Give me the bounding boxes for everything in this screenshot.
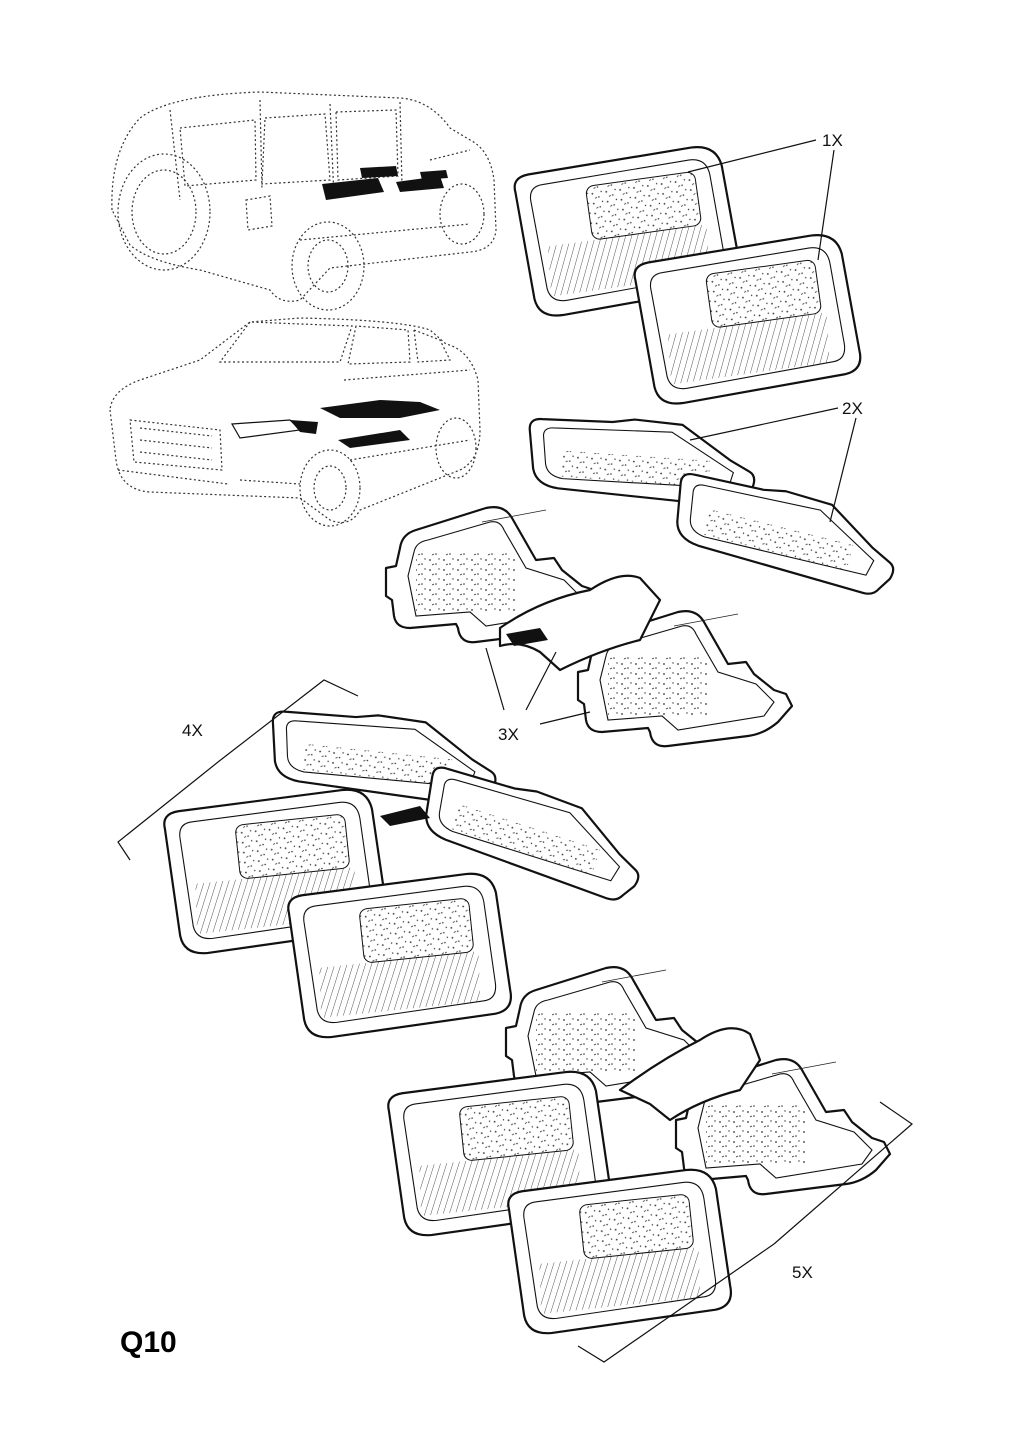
callout-4x: 4X [182,721,203,740]
mat-set-4 [161,703,656,1042]
vehicle-rear-view-illustration [111,91,497,311]
leader-lines [117,139,913,1363]
callout-1x: 1X [822,131,843,150]
callout-2x: 2X [842,399,863,418]
mat-set-5 [385,966,892,1338]
callout-5x: 5X [792,1263,813,1282]
callout-3x: 3X [498,725,519,744]
mat-set-1 [511,142,865,409]
mat-set-3 [384,506,794,748]
mat-set-2 [524,411,907,600]
vehicle-front-view-illustration [109,317,481,527]
page-code: Q10 [120,1326,177,1359]
